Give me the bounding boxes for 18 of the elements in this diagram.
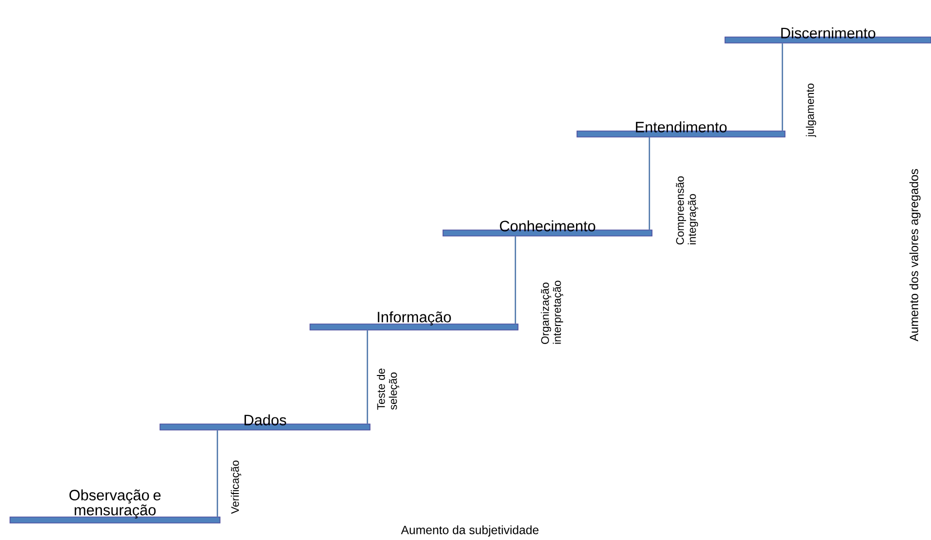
axis-caption: Aumento dos valores agregados: [909, 169, 921, 342]
axis-caption: Aumento da subjetividade: [400, 525, 538, 537]
step-label: Discernimento: [781, 27, 876, 38]
step-label: Conhecimento: [500, 220, 596, 232]
edge-label: julgamento: [806, 84, 816, 138]
edge-label: Verificação: [230, 460, 242, 514]
connector-line: [782, 43, 784, 131]
connector-line: [648, 137, 650, 230]
connector-line: [514, 236, 516, 324]
edge-label: Compreensão integração: [676, 176, 698, 244]
edge-label: Organização interpretação: [540, 280, 564, 344]
edge-label: Teste de seleção: [376, 368, 400, 410]
step-label: Entendimento: [636, 121, 727, 132]
connector-line: [216, 430, 218, 517]
step-label: Observação e mensuração: [69, 489, 161, 518]
connector-line: [366, 330, 368, 424]
step-label: Informação: [378, 311, 451, 326]
step-label: Dados: [244, 414, 286, 426]
